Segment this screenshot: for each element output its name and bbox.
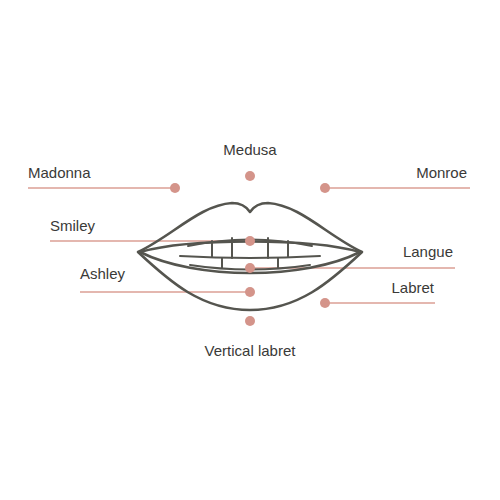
piercing-dot xyxy=(245,287,255,297)
tooth-edge xyxy=(287,241,289,257)
lips-shape xyxy=(138,203,362,310)
piercing-label: Monroe xyxy=(416,164,467,182)
piercing-label: Vertical labret xyxy=(205,342,296,360)
lower-lip-inner xyxy=(140,252,360,273)
piercing-label: Medusa xyxy=(223,141,276,159)
tooth-edge xyxy=(277,258,279,268)
piercing-dots xyxy=(170,171,330,326)
piercing-label: Ashley xyxy=(80,265,125,283)
piercing-dot xyxy=(245,171,255,181)
teeth-line xyxy=(180,256,320,258)
leader-line xyxy=(325,302,435,304)
leader-line xyxy=(325,187,470,189)
piercing-label: Madonna xyxy=(28,164,91,182)
piercing-dot xyxy=(320,298,330,308)
piercing-label: Labret xyxy=(391,279,434,297)
tooth-edge xyxy=(211,241,213,257)
piercing-label: Langue xyxy=(403,243,453,261)
leader-line xyxy=(28,187,175,189)
piercing-dot xyxy=(245,263,255,273)
leader-lines xyxy=(28,188,470,303)
tooth-edge xyxy=(231,238,233,258)
piercing-dot xyxy=(170,183,180,193)
lips-outline xyxy=(138,203,362,310)
piercing-dot xyxy=(320,183,330,193)
piercing-dot xyxy=(245,236,255,246)
piercing-dot xyxy=(245,316,255,326)
tooth-edge xyxy=(221,258,223,268)
tooth-edge xyxy=(267,238,269,258)
piercing-label: Smiley xyxy=(50,217,95,235)
leader-line xyxy=(80,291,250,293)
